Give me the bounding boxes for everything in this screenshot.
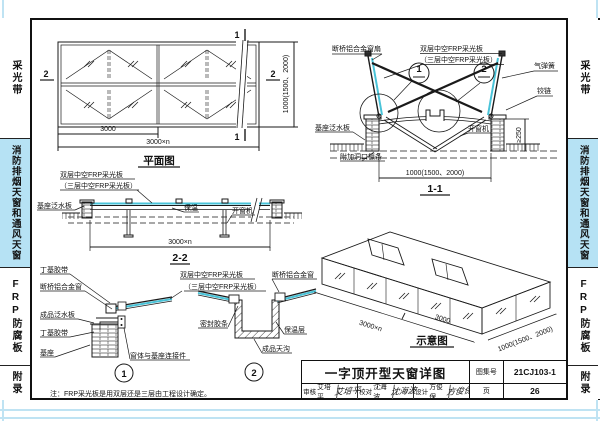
tab-frp-panel: FRP防腐板 <box>568 268 598 366</box>
axon-dim-width: 1000(1500、2000) <box>497 326 554 353</box>
tab-smoke-vent-skylight: 消防排烟天窗和通风天窗 <box>568 139 598 268</box>
axon-drawing <box>314 231 556 348</box>
label-frp-line1: 双层中空FRP采光板 <box>60 170 123 179</box>
label-hinge: 铰链 <box>537 86 551 95</box>
page-label: 页 <box>469 384 503 399</box>
review-label: 审核 <box>303 389 317 397</box>
design-label: 设计 <box>413 384 429 399</box>
axon-title: 示意图 <box>416 334 448 347</box>
sec22-dim-total: 3000×n <box>168 239 192 246</box>
section-mark-2-right: 2 <box>270 69 275 79</box>
note-text: 注：FRP采光板是用双层还是三层由工程设计确定。 <box>50 389 211 398</box>
page-number: 26 <box>502 384 566 399</box>
label-connector: 窗体与基座连接件 <box>130 351 186 360</box>
tab-label: 消防排烟天窗和通风天窗 <box>9 145 21 261</box>
sec11-title: 1-1 <box>427 183 442 195</box>
label-frp-line1: 双层中空FRP采光板 <box>420 44 483 53</box>
label-frp-line2: （三层中空FRP采光板） <box>60 181 137 190</box>
proof-label: 校对 <box>357 384 373 399</box>
tab-label: FRP防腐板 <box>578 279 589 354</box>
sec11-dim-height: ≥250 <box>516 127 523 143</box>
tab-label: FRP防腐板 <box>10 279 21 354</box>
right-tab-strip: 采光带 消防排烟天窗和通风天窗 FRP防腐板 附录 <box>568 18 598 400</box>
callout-bubble-2: 2 <box>481 64 486 75</box>
label-insulation: 保温层 <box>284 325 305 334</box>
reviewer-name: 艾培平 <box>317 384 331 399</box>
plan-dim-width: 1000(1500、2000) <box>283 55 290 113</box>
label-insulation: 保温 <box>184 203 198 212</box>
label-tape-2: 丁基胶带 <box>40 328 68 337</box>
label-seal: 密封胶条 <box>200 319 228 328</box>
section-mark-2-left: 2 <box>43 69 48 79</box>
tab-smoke-vent-skylight: 消防排烟天窗和通风天窗 <box>0 139 30 268</box>
atlas-no-label: 图集号 <box>469 361 503 383</box>
tab-appendix: 附录 <box>0 366 30 400</box>
label-frp-line1: 双层中空FRP采光板 <box>180 270 243 279</box>
detail-2-drawing <box>197 278 317 382</box>
label-window: 断桥铝合金窗 <box>272 270 314 279</box>
label-frp-line2: （三层中空FRP采光板） <box>420 55 497 64</box>
section-1-1-drawing <box>315 50 560 196</box>
plan-dim-bay: 3000 <box>100 126 116 133</box>
page-edge-bottom-line <box>0 409 600 411</box>
plan-title: 平面图 <box>143 155 175 167</box>
label-gas-spring: 气弹簧 <box>534 61 555 70</box>
label-gutter: 成品天沟 <box>262 344 290 353</box>
tab-label: 附录 <box>578 371 589 395</box>
tab-label: 采光带 <box>10 60 21 96</box>
label-base: 基座 <box>40 348 54 357</box>
label-flashing: 成品泛水板 <box>40 310 75 319</box>
designer-signature: 方俊保 <box>446 384 470 399</box>
section-2-2-text: 双层中空FRP采光板 （三层中空FRP采光板） 基座泛水板 保温 开窗机 300… <box>37 170 253 264</box>
section-1-1-text: 断桥铝合金窗扇 双层中空FRP采光板 （三层中空FRP采光板） 气弹簧 铰链 基… <box>315 44 555 195</box>
proofer-signature: 沈海波 <box>390 384 417 399</box>
label-purlin: 附加洞口檩条 <box>340 152 382 161</box>
callout-bubble-1: 1 <box>416 64 422 75</box>
tab-daylighting-band: 采光带 <box>0 18 30 139</box>
left-tab-strip: 采光带 消防排烟天窗和通风天窗 FRP防腐板 附录 <box>0 18 30 400</box>
drawing-frame: 1 1 2 2 3000 3000×n 1000(1500、2000) 平面图 <box>30 18 568 400</box>
page-edge-bottom <box>0 417 600 419</box>
drawing-canvas: 1 1 2 2 3000 3000×n 1000(1500、2000) 平面图 <box>37 29 560 398</box>
sec11-dim-width: 1000(1500、2000) <box>406 170 464 177</box>
detail-2-number: 2 <box>251 368 256 379</box>
proofer-name: 沈海波 <box>373 384 387 399</box>
tab-label: 消防排烟天窗和通风天窗 <box>577 145 589 261</box>
plan-view-drawing <box>40 29 298 168</box>
axon-dim-total: 3000×n <box>358 320 383 334</box>
tab-label: 附录 <box>10 371 21 395</box>
tab-frp-panel: FRP防腐板 <box>0 268 30 366</box>
sec22-title: 2-2 <box>172 252 187 264</box>
section-mark-1-bottom: 1 <box>234 132 239 142</box>
tab-daylighting-band: 采光带 <box>568 18 598 139</box>
detail-1-drawing <box>40 273 266 383</box>
atlas-no-value: 21CJ103-1 <box>502 361 566 383</box>
signature-row: 审核 艾培平 艾培平 校对 沈海波 沈海波 设计 方俊保 方俊保 <box>302 384 470 399</box>
sheet-title: 一字顶开型天窗详图 <box>324 366 447 381</box>
label-opener: 开窗机 <box>468 124 489 133</box>
designer-name: 方俊保 <box>429 384 443 399</box>
label-sash: 断桥铝合金窗扇 <box>332 44 381 53</box>
axon-text: 3000×n 3000 1000(1500、2000) 示意图 <box>358 314 554 353</box>
axon-dim-bay: 3000 <box>434 314 451 325</box>
detail-1-text: 丁基胶带 断桥铝合金窗 成品泛水板 丁基胶带 基座 窗体与基座连接件 1 双层中… <box>40 265 261 380</box>
label-window: 断桥铝合金窗 <box>40 282 82 291</box>
label-base-flashing: 基座泛水板 <box>37 201 72 210</box>
detail-2-text: 断桥铝合金窗 密封胶条 保温层 成品天沟 2 <box>200 270 314 379</box>
plan-dim-total: 3000×n <box>146 139 170 146</box>
title-block: 一字顶开型天窗详图 图集号 21CJ103-1 审核 艾培平 艾培平 校对 沈海… <box>301 360 566 399</box>
section-2-2-drawing <box>37 178 302 265</box>
label-base-flashing: 基座泛水板 <box>315 123 350 132</box>
label-opener: 开窗机 <box>232 206 253 215</box>
reviewer-signature: 艾培平 <box>334 384 361 399</box>
tab-label: 采光带 <box>578 60 589 96</box>
section-mark-1-top: 1 <box>234 30 239 40</box>
tab-appendix: 附录 <box>568 366 598 400</box>
label-tape-1: 丁基胶带 <box>40 265 68 274</box>
plan-view-text: 1 1 2 2 3000 3000×n 1000(1500、2000) 平面图 <box>43 30 290 167</box>
label-frp-line2: （三层中空FRP采光板） <box>184 282 261 291</box>
detail-1-number: 1 <box>121 369 127 380</box>
